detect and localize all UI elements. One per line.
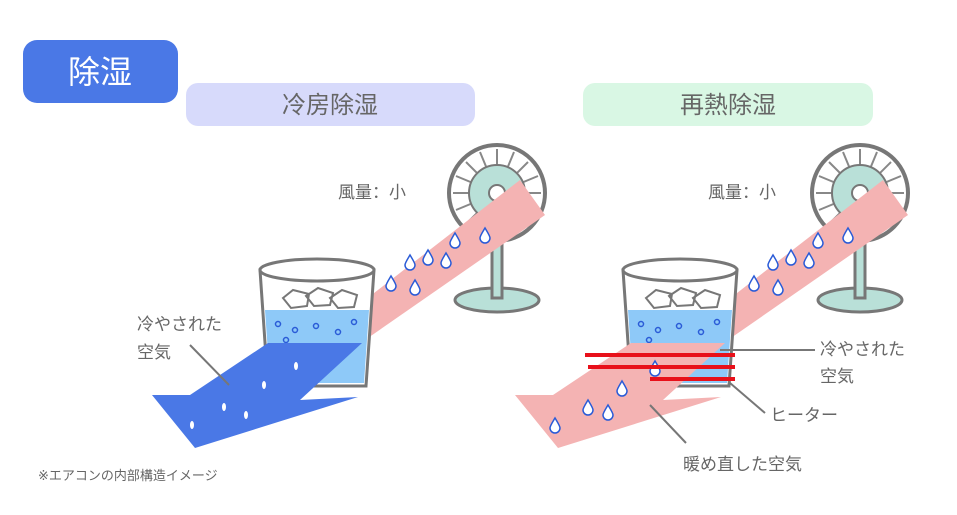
reheat-dehumidify-panel: 再熱除湿 風量：小 冷やされた 空気 ヒーター 暖め直した空気 [515,83,910,475]
heater-lines [585,353,735,381]
fan-speed-label: 風量：小 [338,183,406,203]
panel-title: 再熱除湿 [680,91,776,119]
heater-label: ヒーター [770,406,838,426]
reheated-air-label: 暖め直した空気 [683,455,802,475]
panel-title-pill [186,83,475,126]
fan-speed-label: 風量：小 [708,183,776,203]
cooled-air-label-2: 空気 [137,343,171,363]
cooling-dehumidify-panel: 冷房除湿 風量：小 冷やされた 空気 [137,83,547,448]
footnote: ※エアコンの内部構造イメージ [38,468,218,484]
warm-air-band [365,180,545,340]
panel-title-pill [583,83,873,126]
cooled-air-arrow [152,343,362,448]
badge-label: 除湿 [68,53,132,91]
leader-line [189,344,230,386]
cooled-air-label-1: 冷やされた [820,340,905,360]
panel-title: 冷房除湿 [282,91,378,119]
cooled-air-label-1: 冷やされた [137,315,222,335]
dehumidify-badge [23,40,178,103]
cooled-air-label-2: 空気 [820,367,854,387]
